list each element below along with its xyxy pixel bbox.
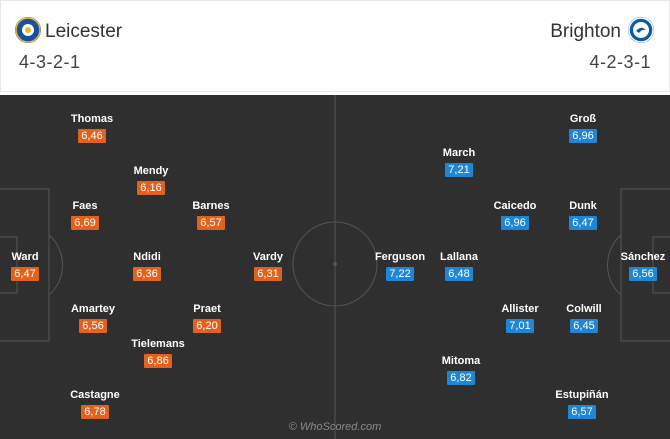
player-name: Caicedo: [493, 200, 537, 212]
player-card[interactable]: Lallana 6,48: [424, 251, 494, 282]
player-name: Faes: [72, 200, 98, 212]
player-card[interactable]: Ferguson 7,22: [365, 251, 435, 282]
player-name: Groß: [569, 113, 597, 125]
home-team-name: Leicester: [45, 21, 123, 42]
match-header: Leicester 4-3-2-1 Brighton 4-2-3-1: [0, 0, 670, 92]
player-name: Dunk: [569, 200, 597, 212]
player-name: Ndidi: [133, 251, 161, 263]
pitch-lines: [0, 95, 670, 439]
player-rating: 7,21: [445, 163, 473, 177]
player-name: Thomas: [70, 113, 114, 125]
player-rating: 6,57: [197, 216, 225, 230]
player-rating: 6,20: [193, 319, 221, 333]
player-name: Tielemans: [131, 338, 185, 350]
player-name: Castagne: [70, 389, 120, 401]
player-name: Colwill: [566, 303, 602, 315]
player-rating: 6,47: [11, 267, 39, 281]
watermark: © WhoScored.com: [288, 421, 382, 433]
player-name: Ward: [11, 251, 39, 263]
player-name: Sánchez: [620, 251, 666, 263]
brighton-crest-icon: [628, 17, 654, 43]
player-name: Barnes: [192, 200, 230, 212]
player-name: Lallana: [440, 251, 478, 263]
player-rating: 6,86: [144, 354, 172, 368]
home-formation: 4-3-2-1: [19, 52, 81, 72]
player-card[interactable]: Estupiñán 6,57: [547, 389, 617, 420]
player-card[interactable]: Praet 6,20: [172, 303, 242, 334]
player-name: Praet: [193, 303, 221, 315]
player-rating: 6,36: [133, 267, 161, 281]
player-rating: 6,57: [568, 405, 596, 419]
player-card[interactable]: Ndidi 6,36: [112, 251, 182, 282]
player-rating: 6,96: [501, 216, 529, 230]
player-name: Mitoma: [441, 355, 481, 367]
player-card[interactable]: Vardy 6,31: [233, 251, 303, 282]
player-rating: 6,47: [569, 216, 597, 230]
player-card[interactable]: Tielemans 6,86: [123, 338, 193, 369]
player-rating: 6,69: [71, 216, 99, 230]
player-rating: 6,16: [137, 181, 165, 195]
player-rating: 6,82: [447, 371, 475, 385]
player-card[interactable]: Caicedo 6,96: [480, 200, 550, 231]
player-card[interactable]: Amartey 6,56: [58, 303, 128, 334]
player-card[interactable]: Allister 7,01: [485, 303, 555, 334]
player-rating: 6,96: [569, 129, 597, 143]
player-card[interactable]: Barnes 6,57: [176, 200, 246, 231]
player-card[interactable]: Mitoma 6,82: [426, 355, 496, 386]
player-card[interactable]: Groß 6,96: [548, 113, 618, 144]
player-rating: 6,48: [445, 267, 473, 281]
player-name: Mendy: [133, 165, 169, 177]
leicester-crest-icon: [15, 17, 41, 43]
player-rating: 6,78: [81, 405, 109, 419]
player-card[interactable]: Ward 6,47: [0, 251, 60, 282]
player-name: Amartey: [70, 303, 116, 315]
player-card[interactable]: Mendy 6,16: [116, 165, 186, 196]
player-name: Ferguson: [374, 251, 426, 263]
player-name: March: [442, 147, 476, 159]
player-rating: 6,56: [79, 319, 107, 333]
player-card[interactable]: Sánchez 6,56: [608, 251, 670, 282]
away-team-name: Brighton: [550, 21, 621, 42]
player-name: Allister: [501, 303, 539, 315]
player-card[interactable]: Colwill 6,45: [549, 303, 619, 334]
player-rating: 6,31: [254, 267, 282, 281]
player-name: Vardy: [253, 251, 283, 263]
player-rating: 6,45: [570, 319, 598, 333]
player-card[interactable]: Castagne 6,78: [60, 389, 130, 420]
away-formation: 4-2-3-1: [589, 52, 651, 72]
player-rating: 7,22: [386, 267, 414, 281]
player-name: Estupiñán: [555, 389, 609, 401]
player-rating: 6,56: [629, 267, 657, 281]
player-rating: 7,01: [506, 319, 534, 333]
player-card[interactable]: Thomas 6,46: [57, 113, 127, 144]
player-card[interactable]: March 7,21: [424, 147, 494, 178]
player-rating: 6,46: [78, 129, 106, 143]
player-card[interactable]: Faes 6,69: [50, 200, 120, 231]
player-card[interactable]: Dunk 6,47: [548, 200, 618, 231]
